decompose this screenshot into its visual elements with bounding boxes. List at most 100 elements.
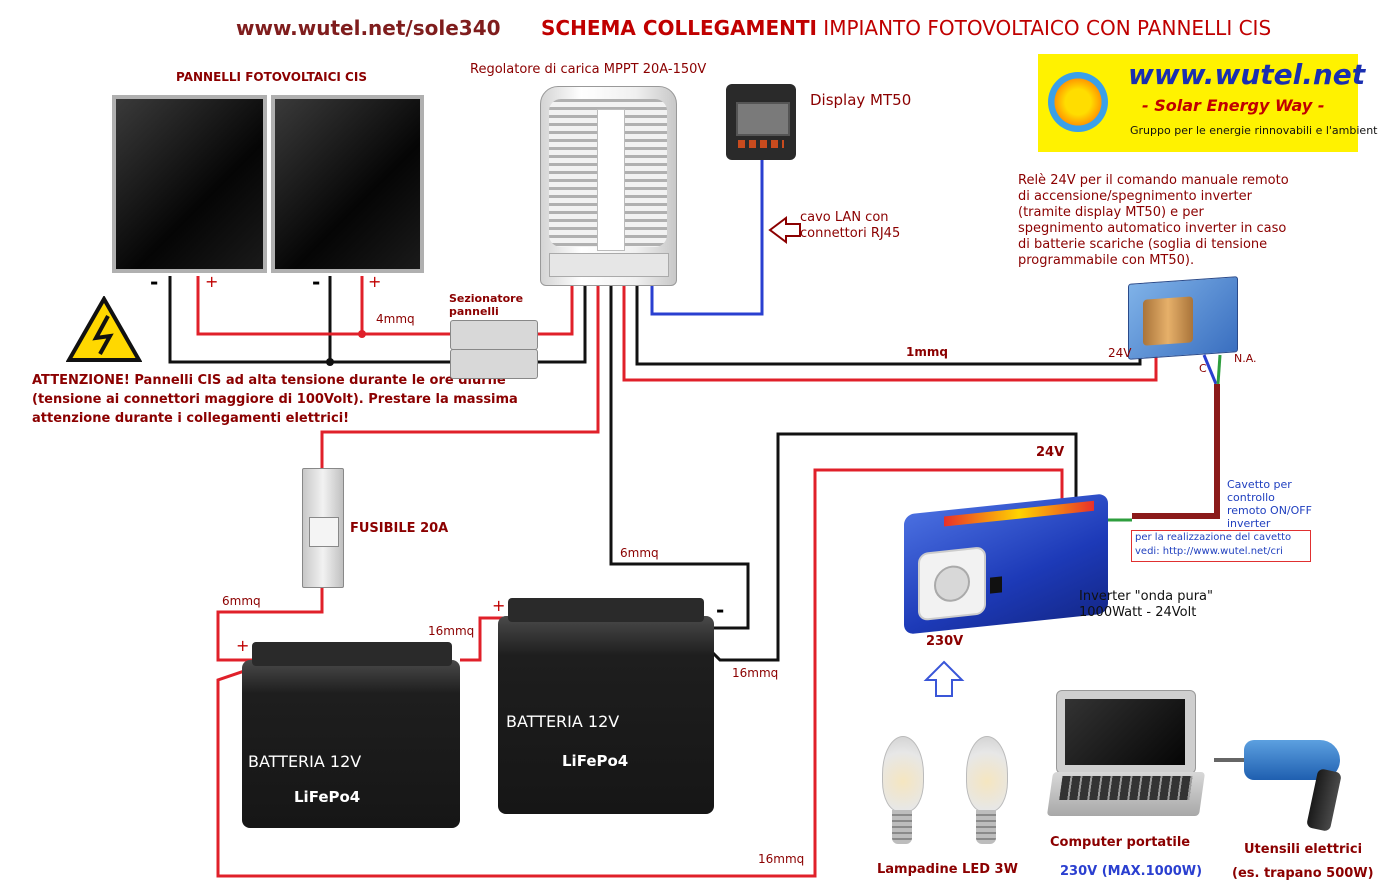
inverter-230v-label: 230V: [926, 634, 964, 649]
display-buttons: [738, 140, 784, 148]
fuse-rating: 20A: [420, 521, 449, 536]
disconnector-label-1: Sezionatore: [449, 292, 524, 305]
cable-note-1: per la realizzazione del cavetto: [1135, 532, 1292, 543]
wire-label-16mmq-batteries: 16mmq: [428, 624, 475, 638]
relay-24v-label: 24V: [1108, 346, 1132, 360]
wire-reg-to-relay-pos: [622, 282, 1158, 382]
logo-url: www.wutel.net: [1128, 58, 1366, 91]
wire-label-1mmq: 1mmq: [906, 345, 948, 359]
warning-line-2: (tensione ai connettori maggiore di 100V…: [32, 392, 518, 407]
led-bulb-1: [880, 700, 926, 848]
inverter-24v-label: 24V: [1036, 445, 1065, 460]
wire-label-6mmq-fuse: 6mmq: [222, 594, 261, 608]
solar-panel-1: [112, 95, 267, 273]
disconnector-label-2: pannelli: [449, 305, 499, 318]
inverter-socket: [918, 546, 986, 622]
wire-relay-na: [1216, 354, 1222, 385]
battery-2-top: [508, 598, 704, 622]
cable-label-4: inverter: [1227, 517, 1271, 530]
fuse-holder: [302, 468, 344, 588]
regulator-panel: [597, 109, 625, 251]
warning-line-3: attenzione durante i collegamenti elettr…: [32, 411, 350, 426]
wire-bat2-to-inverter-neg: [688, 432, 1078, 662]
battery-2-type: LiFePo4: [562, 752, 629, 770]
battery-2-plus: +: [492, 596, 506, 615]
high-voltage-warning-icon: [66, 296, 142, 362]
fuse-label: FUSIBILE 20A: [350, 521, 448, 536]
title-rest: IMPIANTO FOTOVOLTAICO CON PANNELLI CIS: [823, 16, 1272, 40]
inverter-label-2: 1000Watt - 24Volt: [1079, 605, 1197, 620]
wire-reg-to-fuse: [320, 282, 600, 470]
battery-1: BATTERIA 12V LiFePo4: [242, 642, 460, 828]
led-bulb-2: [964, 700, 1010, 848]
inverter-switch: [990, 576, 1002, 594]
battery-1-type: LiFePo4: [294, 788, 361, 806]
relay-desc-4: spegnimento automatico inverter in caso: [1018, 221, 1287, 236]
wire-fuse-to-bat1: [216, 586, 324, 662]
tools-example-label: (es. trapano 500W): [1232, 866, 1374, 881]
tools-label: Utensili elettrici: [1244, 842, 1363, 857]
panels-label: PANNELLI FOTOVOLTAICI CIS: [176, 70, 367, 84]
title-bold: SCHEMA COLLEGAMENTI: [541, 16, 817, 40]
battery-1-label: BATTERIA 12V: [248, 752, 362, 771]
lan-label-1: cavo LAN con: [800, 210, 889, 225]
wire-label-6mmq-reg: 6mmq: [620, 546, 659, 560]
inverter: [904, 493, 1108, 635]
panel2-plus: +: [368, 272, 382, 291]
laptop-keys: [1059, 776, 1193, 800]
wire-relay-c: [1202, 354, 1218, 385]
panel1-minus: -: [150, 270, 159, 294]
wutel-logo[interactable]: www.wutel.net - Solar Energy Way - Grupp…: [1038, 54, 1378, 152]
drill-bit: [1214, 758, 1246, 762]
mppt-regulator: [540, 86, 677, 286]
wire-label-16mmq-pos: 16mmq: [758, 852, 805, 866]
regulator-terminals: [549, 253, 669, 277]
relay-coil: [1143, 296, 1193, 346]
inverter-label-1: Inverter "onda pura": [1079, 589, 1213, 604]
battery-2-minus: -: [716, 598, 725, 622]
relay-c-label: C: [1199, 362, 1207, 375]
wire-panel1-pos: [196, 276, 364, 336]
wire-reg-to-bat2-neg: [609, 282, 750, 630]
relay-desc-1: Relè 24V per il comando manuale remoto: [1018, 173, 1289, 188]
fuse-window: [309, 517, 339, 547]
wire-label-4mmq: 4mmq: [376, 312, 415, 326]
wire-label-16mmq-neg: 16mmq: [732, 666, 779, 680]
cable-note-2: vedi: http://www.wutel.net/cri: [1135, 546, 1283, 557]
site-url[interactable]: www.wutel.net/sole340: [236, 16, 501, 40]
sun-icon: [1048, 72, 1108, 132]
bulb-glass-2: [966, 736, 1008, 812]
up-arrow-icon: [923, 660, 965, 697]
display-label: Display MT50: [810, 91, 912, 109]
battery-1-top: [252, 642, 452, 666]
logo-tagline: - Solar Energy Way -: [1142, 96, 1325, 115]
panel1-plus: +: [205, 272, 219, 291]
laptop-label: Computer portatile: [1050, 835, 1191, 850]
cable-note-box[interactable]: per la realizzazione del cavetto vedi: h…: [1131, 530, 1311, 562]
warning-line-1: ATTENZIONE! Pannelli CIS ad alta tension…: [32, 373, 506, 388]
lan-arrow-icon: [768, 216, 801, 244]
logo-subtitle: Gruppo per le energie rinnovabili e l'am…: [1130, 124, 1378, 137]
relay-na-label: N.A.: [1234, 352, 1257, 365]
disconnector-switch-2: [450, 349, 538, 379]
laptop-screen: [1056, 690, 1196, 774]
wire-disc-pos-to-reg: [535, 282, 574, 336]
regulator-label: Regolatore di carica MPPT 20A-150V: [470, 62, 707, 77]
relay-desc-5: di batterie scariche (soglia di tensione: [1018, 237, 1268, 252]
junction-neg: [326, 358, 334, 366]
disconnector-switch-1: [450, 320, 538, 350]
wire-panel1-neg: [168, 276, 332, 364]
wire-lan: [650, 160, 764, 316]
page-title: SCHEMA COLLEGAMENTI IMPIANTO FOTOVOLTAIC…: [541, 16, 1271, 40]
lan-label-2: connettori RJ45: [800, 226, 901, 241]
drill: [1214, 730, 1344, 832]
bulb-base-1: [892, 810, 912, 844]
relay-desc-2: di accensione/spegnimento inverter: [1018, 189, 1252, 204]
wire-bat1-to-bat2: [460, 616, 512, 662]
wire-disc-neg-to-reg: [535, 282, 587, 364]
wire-reg-to-relay-neg: [635, 282, 1142, 366]
laptop-power-label: 230V (MAX.1000W): [1060, 864, 1203, 879]
bulb-base-2: [976, 810, 996, 844]
battery-2-label: BATTERIA 12V: [506, 712, 620, 731]
battery-1-plus: +: [236, 636, 250, 655]
